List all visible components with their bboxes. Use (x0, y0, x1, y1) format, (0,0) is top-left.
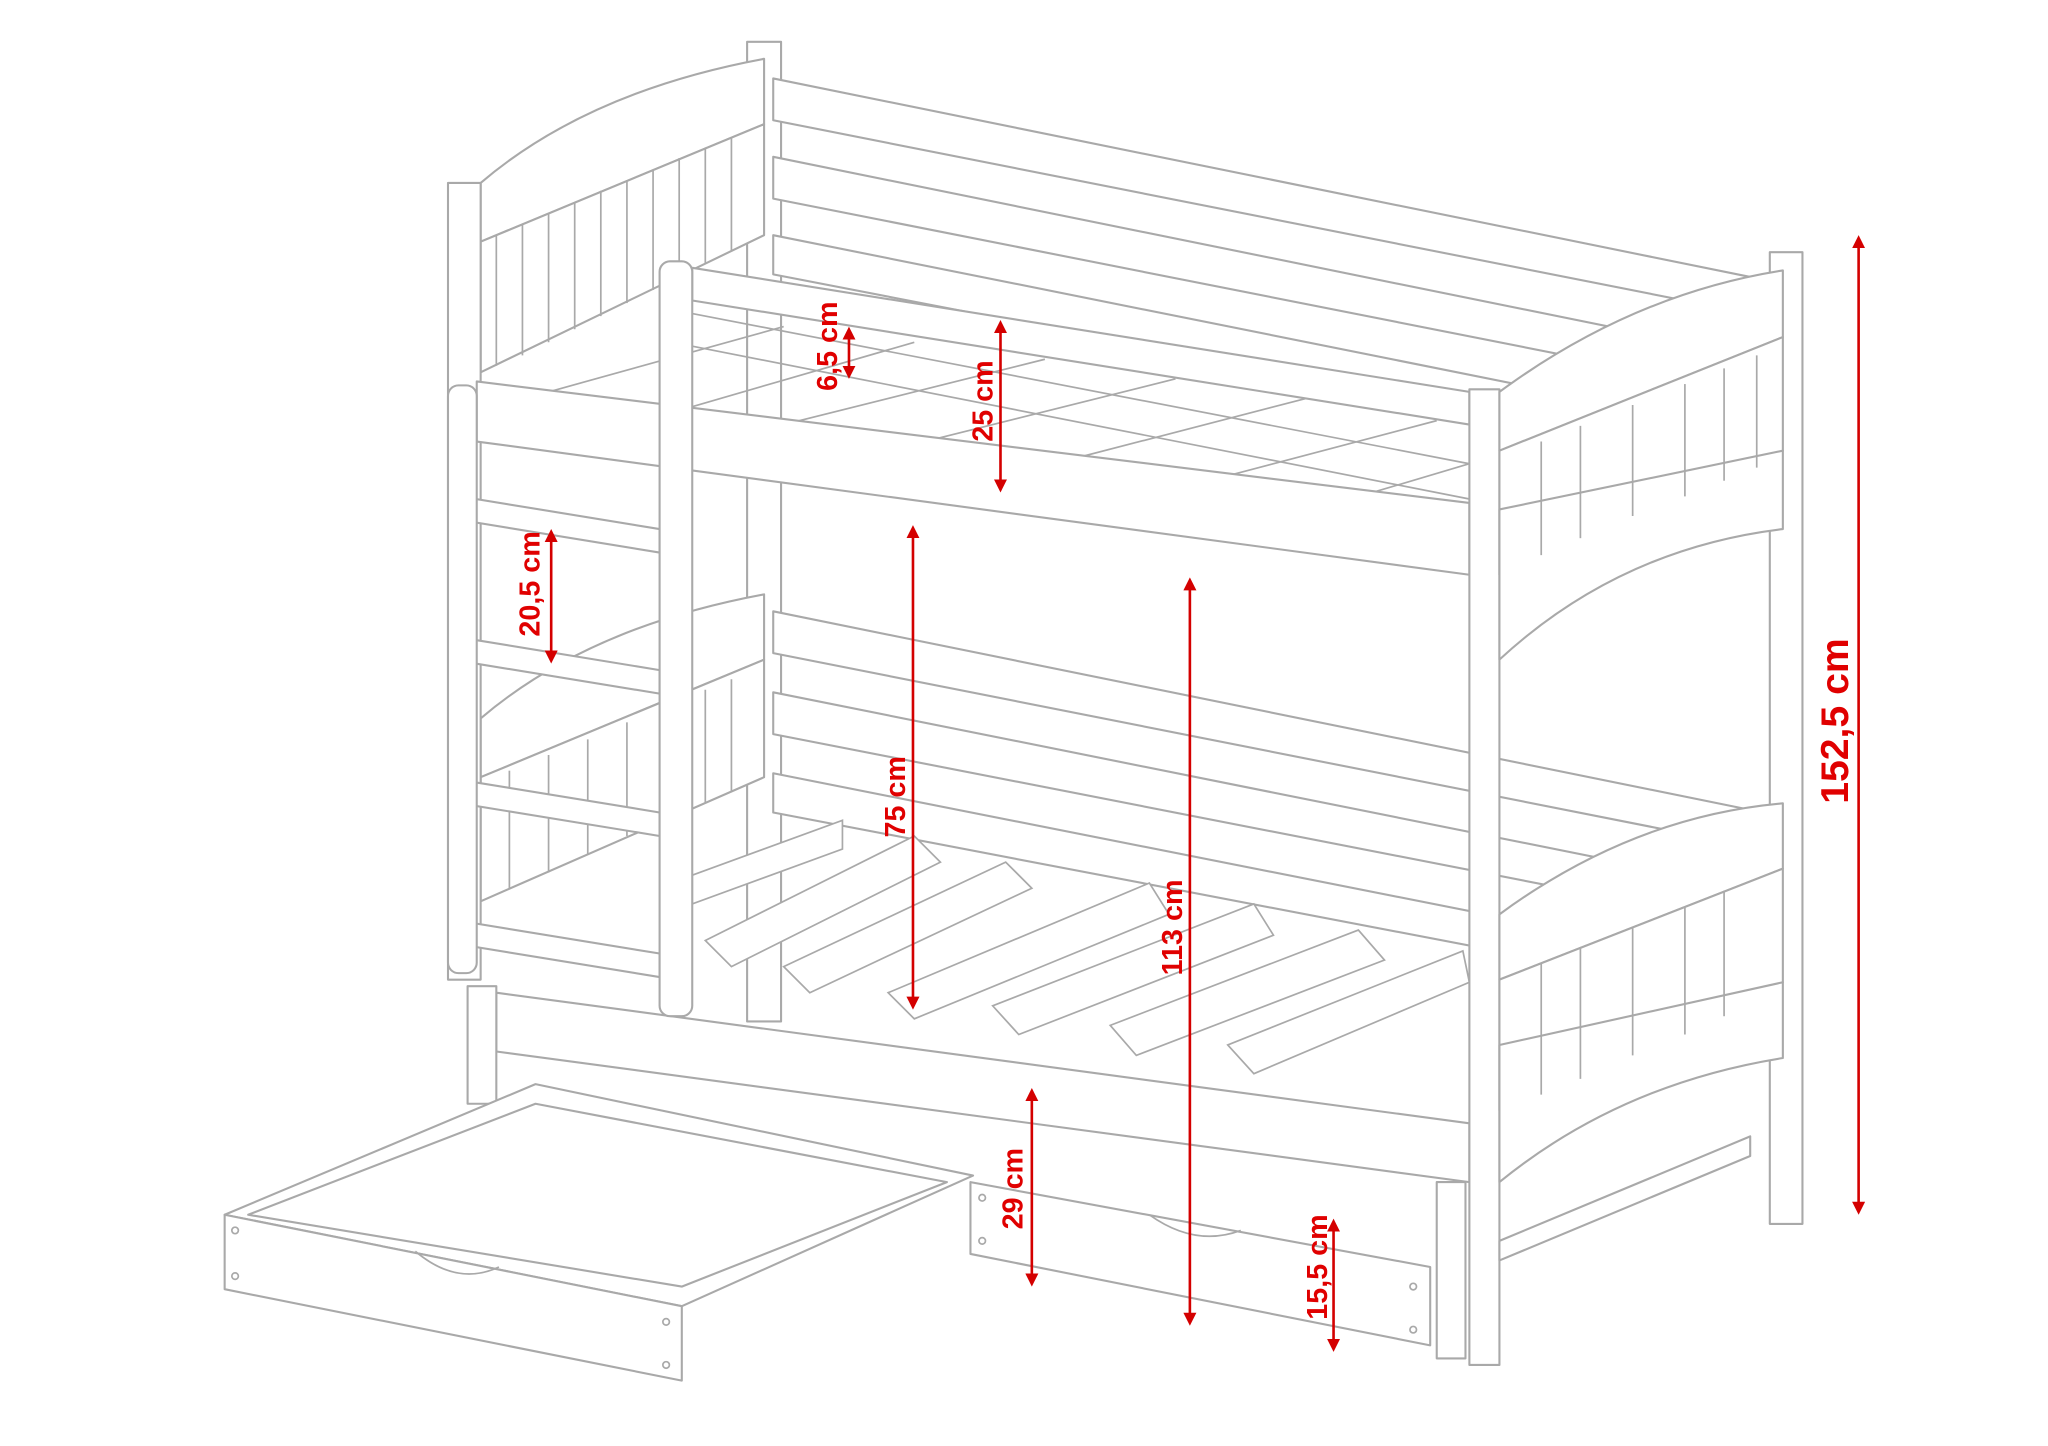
dimension-lines (544, 235, 1866, 1352)
dim-label-bunk-clearance: 75 cm (880, 756, 912, 837)
dim-label-drawer-height: 15,5 cm (1302, 1214, 1334, 1319)
dim-label-guard-gap: 6,5 cm (812, 301, 844, 390)
left-drawer (223, 1083, 975, 1382)
dim-label-guard-height: 25 cm (968, 360, 1000, 441)
dimension-labels: 6,5 cm 25 cm 20,5 cm 75 cm 113 cm 152,5 … (514, 301, 1857, 1319)
dim-label-total-height: 152,5 cm (1814, 638, 1857, 804)
dim-label-ladder-step: 20,5 cm (514, 531, 546, 636)
dim-label-trundle-height: 29 cm (998, 1148, 1030, 1229)
dim-label-upper-bed-height: 113 cm (1157, 879, 1189, 975)
left-headboard-upper (479, 57, 766, 243)
ladder (446, 260, 694, 1018)
front-right-post (1468, 388, 1501, 1367)
bed-frame (223, 40, 1804, 1382)
right-drawer (969, 1181, 1467, 1360)
